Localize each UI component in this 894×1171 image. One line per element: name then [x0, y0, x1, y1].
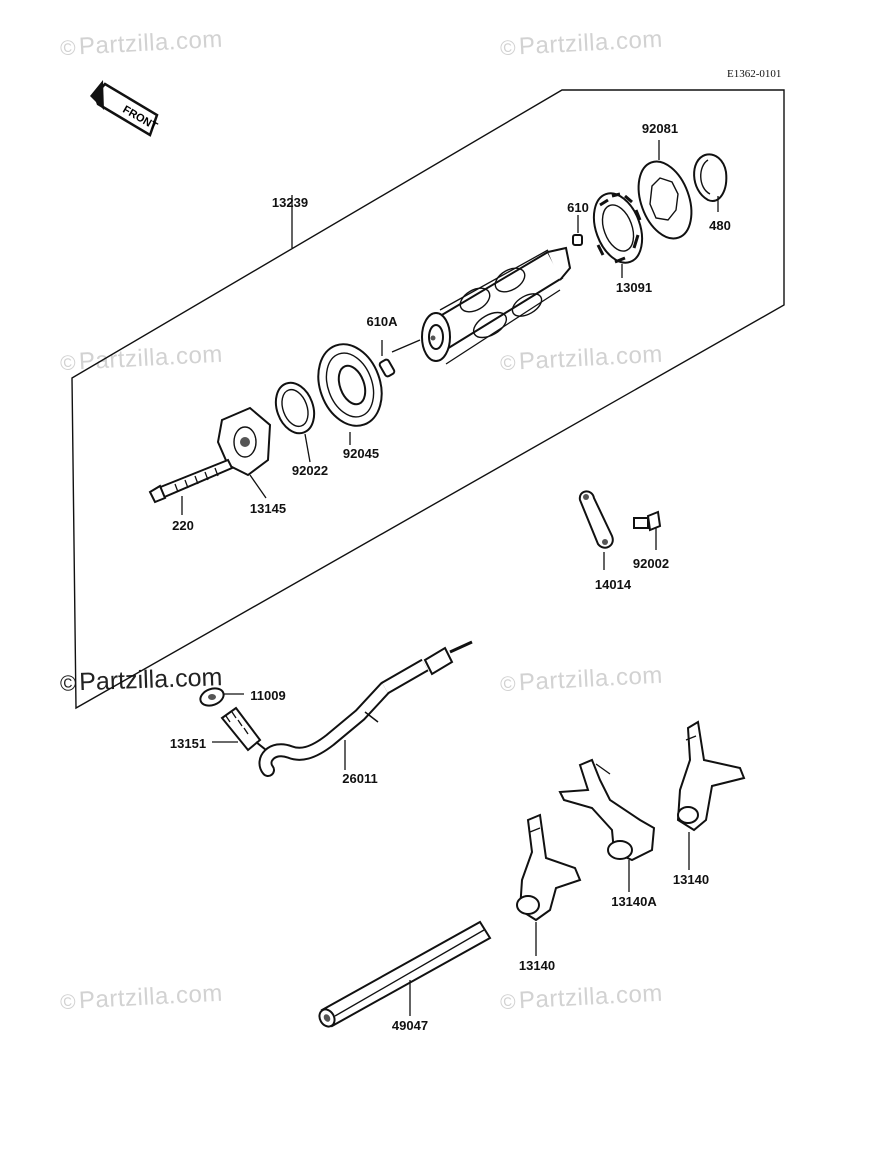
part-label-13239[interactable]: 13239: [271, 195, 309, 210]
cam-13145: [216, 406, 272, 477]
part-label-92081[interactable]: 92081: [641, 121, 679, 136]
part-label-13140a[interactable]: 13140A: [611, 894, 657, 909]
part-label-610[interactable]: 610: [567, 200, 589, 215]
fork-13140-left: [516, 813, 582, 922]
part-label-92045[interactable]: 92045: [342, 446, 380, 461]
bolt-220: [148, 458, 234, 504]
part-label-92002[interactable]: 92002: [632, 556, 670, 571]
part-label-13151[interactable]: 13151: [169, 736, 207, 751]
part-label-92022[interactable]: 92022: [291, 463, 329, 478]
fork-13140a: [558, 758, 656, 862]
front-arrow-icon: FRONT: [90, 80, 160, 137]
part-label-11009[interactable]: 11009: [250, 688, 286, 703]
fork-13140-right: [676, 720, 746, 832]
part-label-13091[interactable]: 13091: [615, 280, 653, 295]
shaft-49047: [318, 920, 492, 1028]
part-label-14014[interactable]: 14014: [594, 577, 632, 592]
part-label-610a[interactable]: 610A: [366, 314, 398, 329]
circlip-480: [693, 153, 728, 202]
part-label-13140-left[interactable]: 13140: [518, 958, 556, 973]
assembly-outline: [71, 89, 785, 710]
shift-drum-13239: [421, 246, 572, 365]
plate-14014: [578, 490, 614, 549]
part-label-220[interactable]: 220: [172, 518, 194, 533]
switch-13151: [220, 706, 268, 757]
lead-26011: [258, 640, 473, 777]
ring-92022: [274, 381, 316, 435]
part-label-13145[interactable]: 13145: [249, 501, 287, 516]
pin-610: [572, 234, 583, 246]
screw-92002: [633, 510, 662, 532]
part-label-480[interactable]: 480: [709, 218, 731, 233]
part-label-13140-right[interactable]: 13140: [672, 872, 710, 887]
plate-92081: [637, 160, 693, 240]
gear-13091: [592, 192, 644, 264]
washer-11009: [199, 687, 225, 707]
pin-610a: [378, 358, 396, 378]
part-label-49047[interactable]: 49047: [391, 1018, 429, 1033]
bearing-92045: [317, 343, 383, 427]
part-label-26011[interactable]: 26011: [342, 771, 378, 786]
diagram-code: E1362-0101: [727, 68, 782, 80]
